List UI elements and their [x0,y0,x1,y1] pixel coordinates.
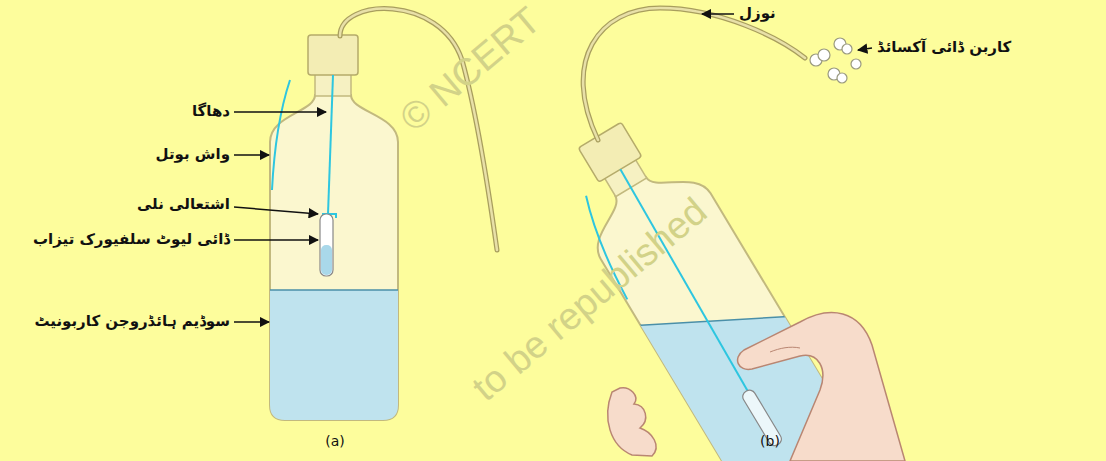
co2-puffs [810,38,861,83]
part-label: اشتعالی نلی [137,195,230,215]
panel-letter: (b) [760,432,780,450]
part-label: ڈائی لیوٹ سلفیورک تیزاب [33,230,230,250]
part-label: کاربن ڈائی آکسائڈ [877,38,1011,58]
wash-bottle-b [547,8,905,461]
part-label: سوڈیم ہائڈروجن کاربونیٹ [34,312,230,332]
part-label: دھاگا [192,102,230,122]
leader-arrows-b [702,14,872,50]
watermark: © NCERT [389,0,550,143]
thread [328,75,333,214]
hand-fingers [608,388,656,456]
part-label: واش بوتل [156,145,230,165]
hand [738,313,905,461]
ignition-tube [320,214,333,276]
nozzle [583,8,805,140]
panel-letter: (a) [325,432,345,450]
leader-arrows-a [234,112,326,322]
part-label: نوزل [739,4,776,24]
